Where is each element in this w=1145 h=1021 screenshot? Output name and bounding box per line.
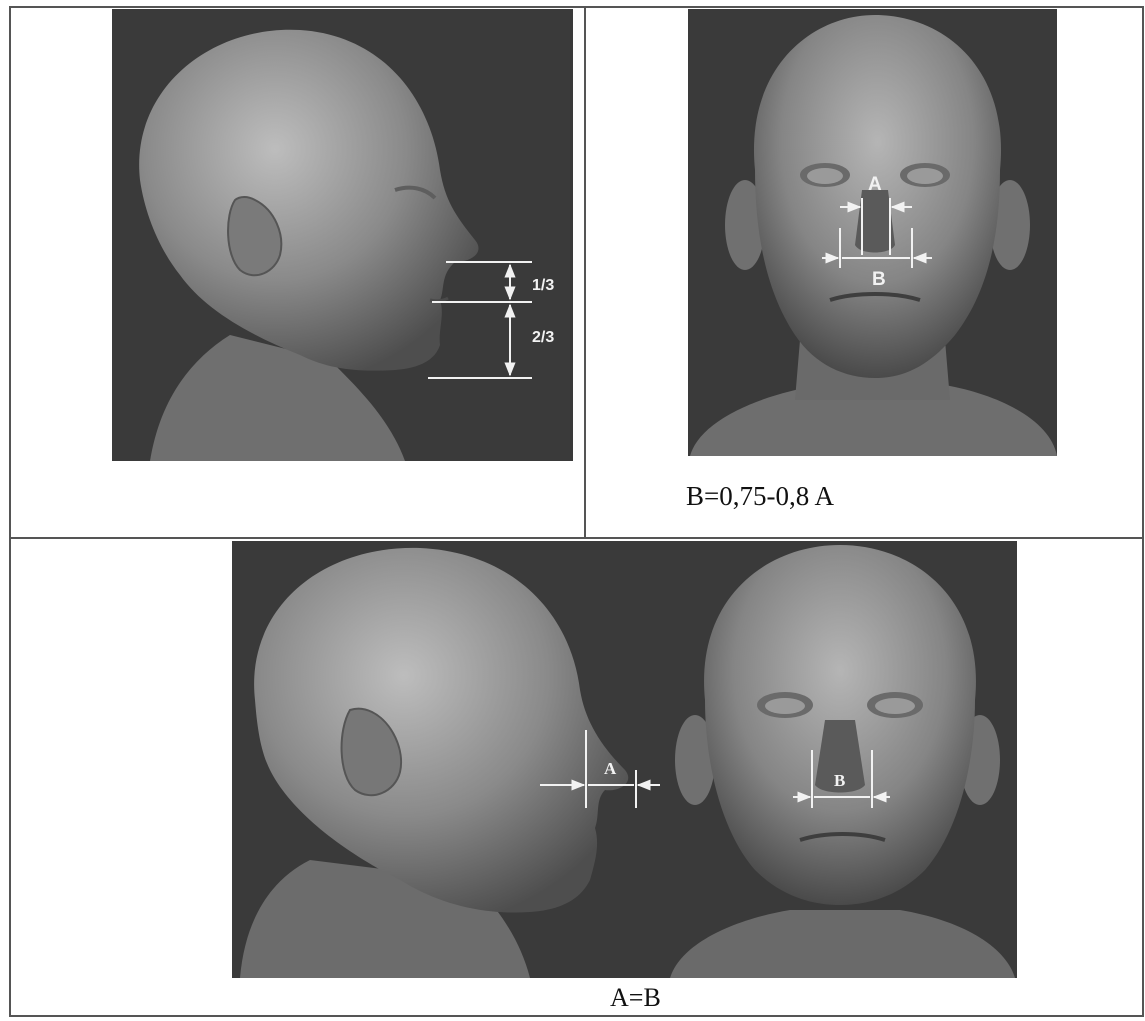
bottom-label-b: B xyxy=(834,771,845,790)
label-two-thirds: 2/3 xyxy=(532,329,554,346)
panel-top-right: A B B=0,75-0,8 A xyxy=(686,9,1057,511)
panel-bottom: A B A=B xyxy=(232,541,1017,1012)
label-b: B xyxy=(872,269,886,290)
panel-top-left: 1/3 2/3 xyxy=(112,9,573,461)
label-a: A xyxy=(868,174,882,195)
caption-equality: A=B xyxy=(610,983,661,1012)
caption-ratio: B=0,75-0,8 A xyxy=(686,481,834,511)
bottom-label-a: A xyxy=(604,759,617,778)
label-one-third: 1/3 xyxy=(532,277,554,294)
